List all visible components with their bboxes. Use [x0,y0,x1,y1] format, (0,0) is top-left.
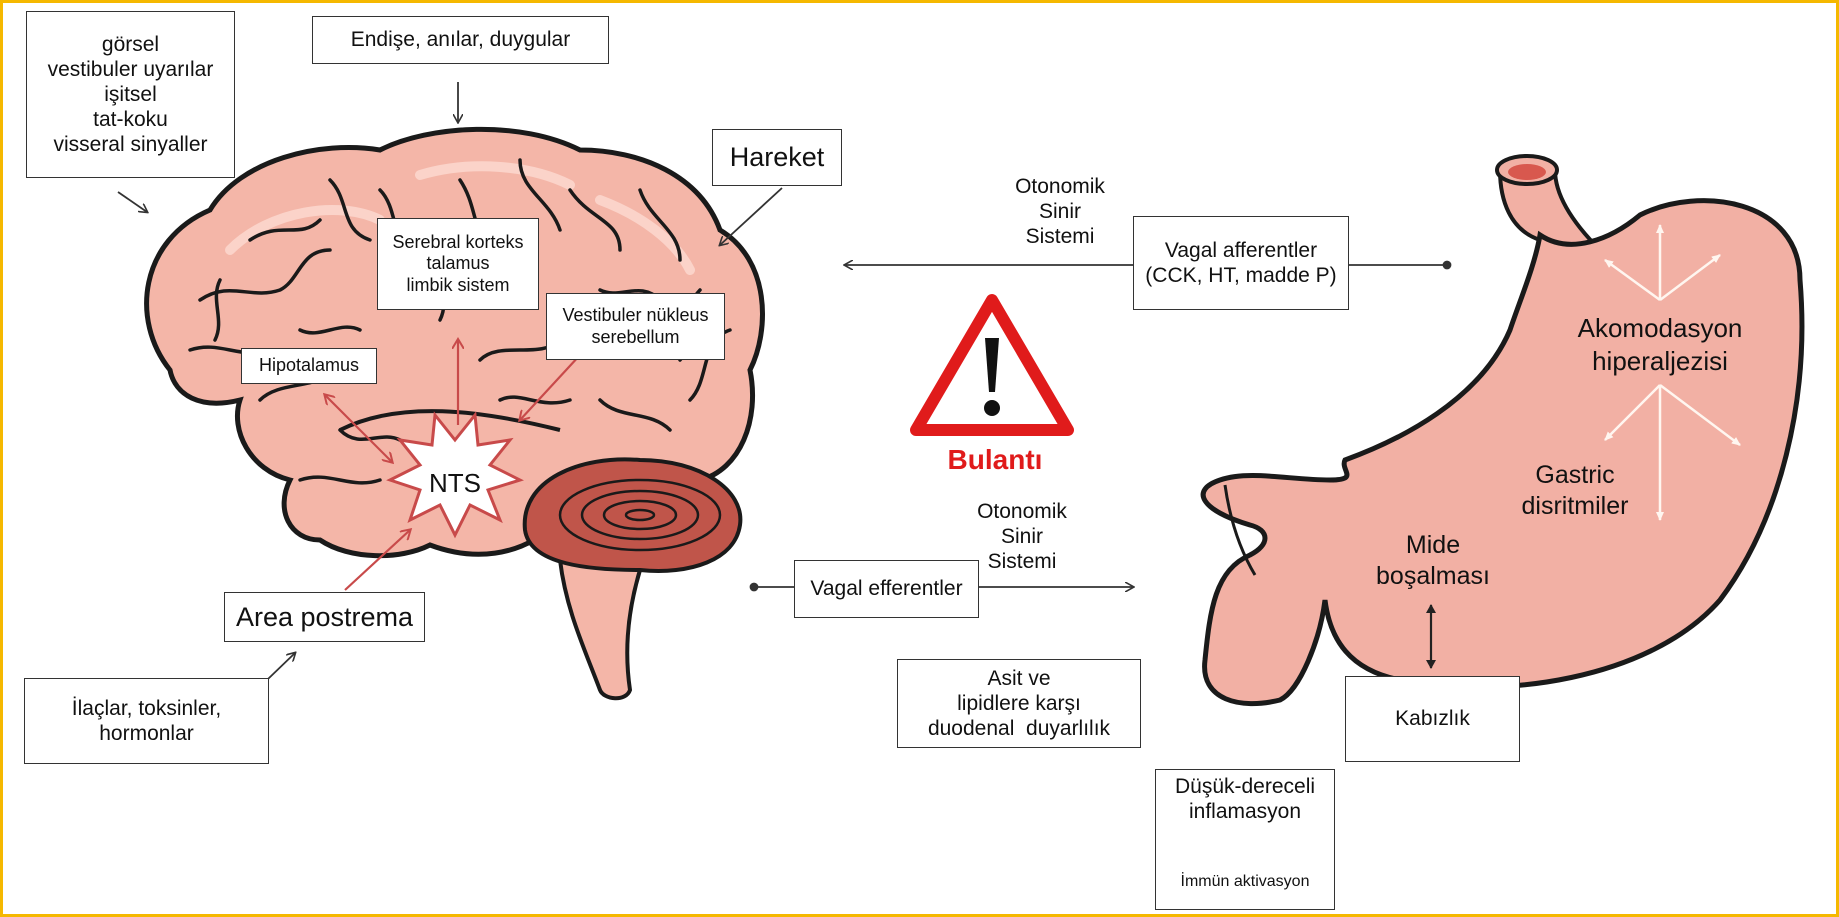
acid-lipid-line: Asit ve [987,666,1050,691]
acid-lipid-line: lipidlere karşı [957,691,1081,716]
constipation-label: Kabızlık [1395,706,1470,731]
sensory-input-line: tat-koku [93,107,168,132]
emptying-line: Mide [1406,530,1460,561]
acid-lipid-box: Asit ve lipidlere karşı duodenal duyarlı… [897,659,1141,748]
inflammation-box: Düşük-dereceli inflamasyon İmmün aktivas… [1155,769,1335,910]
hypothalamus-label: Hipotalamus [259,355,359,377]
sensory-input-line: görsel [102,32,159,57]
arrow-sensory-brain [118,192,147,212]
nausea-label: Bulantı [920,444,1070,476]
vestibular-line: Vestibuler nükleus [562,305,708,327]
warning-triangle-icon [916,300,1068,430]
vestibular-box: Vestibuler nükleus serebellum [546,293,725,360]
accommodation-line: hiperaljezisi [1592,345,1728,378]
drugs-box: İlaçlar, toksinler, hormonlar [24,678,269,764]
immune-label: İmmün aktivasyon [1181,872,1310,891]
dysrhythmia-line: Gastric [1535,460,1614,491]
area-postrema-label: Area postrema [236,601,413,633]
vestibular-line: serebellum [591,327,679,349]
brain-stem [560,560,640,698]
vagal-efferents-box: Vagal efferentler [794,560,979,618]
area-postrema-box: Area postrema [224,592,425,642]
vagal-afferents-line: (CCK, HT, madde P) [1145,263,1336,288]
cortex-box: Serebral korteks talamus limbik sistem [377,218,539,310]
autonomic-label-top: Otonomik Sinir Sistemi [1010,174,1110,250]
dysrhythmia-label: Gastric disritmiler [1500,460,1650,523]
arrow-drugs-areapostrema [268,653,295,679]
dysrhythmia-line: disritmiler [1522,491,1629,522]
inflammation-line: Düşük-dereceli [1175,774,1315,799]
emptying-line: boşalması [1376,561,1490,592]
arrow-movement-brain [720,188,782,245]
constipation-box: Kabızlık [1345,676,1520,762]
sensory-input-line: işitsel [104,82,157,107]
vagal-efferents-label: Vagal efferentler [810,576,962,601]
hypothalamus-box: Hipotalamus [241,348,377,384]
emotions-label: Endişe, anılar, duygular [351,27,570,52]
inflammation-line: inflamasyon [1189,799,1301,824]
movement-box: Hareket [712,129,842,186]
accommodation-line: Akomodasyon [1578,312,1743,345]
drugs-line: İlaçlar, toksinler, [72,696,221,721]
movement-label: Hareket [730,141,825,173]
sensory-input-line: vestibuler uyarılar [48,57,214,82]
autonomic-line: Sinir [1001,524,1043,549]
acid-lipid-line: duodenal duyarlılık [928,716,1110,741]
gastric-emptying-label: Mide boşalması [1358,530,1508,593]
cortex-line: limbik sistem [406,275,509,297]
vagal-afferents-box: Vagal afferentler (CCK, HT, madde P) [1133,216,1349,310]
vagal-afferents-line: Vagal afferentler [1165,238,1317,263]
sensory-inputs-box: görsel vestibuler uyarılar işitsel tat-k… [26,11,235,178]
sensory-input-line: visseral sinyaller [53,132,207,157]
emotions-box: Endişe, anılar, duygular [312,16,609,64]
autonomic-label-bottom: Otonomik Sinir Sistemi [967,499,1077,575]
autonomic-line: Otonomik [1015,174,1105,199]
cerebellum [525,459,741,571]
autonomic-line: Sistemi [988,549,1057,574]
autonomic-line: Sinir [1039,199,1081,224]
nts-label: NTS [405,468,505,499]
autonomic-line: Otonomik [977,499,1067,524]
autonomic-line: Sistemi [1026,224,1095,249]
drugs-line: hormonlar [99,721,194,746]
cortex-line: Serebral korteks [392,232,523,254]
accommodation-label: Akomodasyon hiperaljezisi [1555,312,1765,377]
cortex-line: talamus [426,253,489,275]
